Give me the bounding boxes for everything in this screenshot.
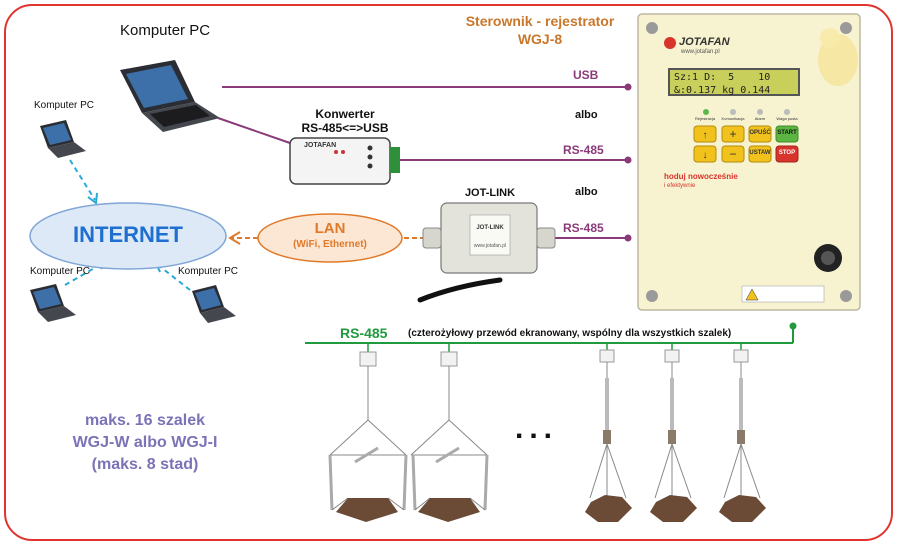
- pc-top-left-label: Komputer PC: [34, 100, 95, 111]
- controller-title-2: WGJ-8: [517, 31, 563, 47]
- more-scales-ellipsis: ...: [515, 412, 559, 445]
- laptop-top-left-icon: [40, 120, 86, 158]
- pc-br-arrow: [157, 264, 191, 291]
- usb-label: USB: [573, 68, 599, 82]
- scale-wgj-i-3: [719, 343, 766, 522]
- usb-link-dot: [624, 83, 632, 91]
- controller-website: www.jotafan.pl: [681, 49, 720, 55]
- lan-ellipse: [257, 213, 403, 263]
- pc-converter-line: [217, 117, 291, 144]
- scale-wgj-i-2: [650, 343, 697, 522]
- converter-title-2: RS-485<=>USB: [301, 121, 389, 135]
- start-button[interactable]: START: [777, 130, 797, 136]
- rs485-converter-dot: [624, 156, 632, 164]
- led-label-2: Komunikacja: [721, 116, 745, 121]
- rs485-label-b: RS-485: [563, 221, 604, 235]
- converter-device: [289, 137, 400, 185]
- outer-frame: [4, 4, 893, 541]
- lcd-line-2: &:0.137 kg 0.144: [674, 85, 771, 96]
- jotlink-device: [417, 202, 556, 303]
- laptop-bottom-left-icon: [30, 284, 76, 322]
- lan-subtitle: (WiFi, Ethernet): [293, 239, 367, 250]
- controller-title-1: Sterownik - rejestrator: [465, 13, 615, 29]
- bus-title: RS-485: [340, 325, 388, 341]
- led-label-1: Rejestracja: [694, 116, 715, 121]
- lan-arrow-head: [228, 231, 241, 245]
- svg-text:↓: ↓: [703, 150, 708, 161]
- jotlink-website: www.jotafan.pl: [473, 243, 507, 249]
- controller-box: ↑ + ↓ −: [637, 13, 861, 311]
- albo-label-1: albo: [575, 109, 598, 121]
- controller-lcd: Sz:1 D: 5 10 &:0.137 kg 0.144: [668, 68, 800, 96]
- lan-title: LAN: [314, 220, 346, 237]
- bus-description: (czterożyłowy przewód ekranowany, wspóln…: [408, 328, 732, 339]
- rs485-label-a: RS-485: [563, 143, 604, 157]
- slogan-line-1: hoduj nowocześnie: [664, 172, 738, 181]
- converter-brand: JOTAFAN: [304, 142, 337, 149]
- jotlink-device-label: JOT-LINK: [476, 225, 504, 231]
- scales-note-line-3: (maks. 8 stad): [91, 456, 199, 473]
- led-label-3: Alarm: [754, 116, 766, 121]
- pc-bottom-right-label: Komputer PC: [178, 266, 239, 277]
- scales-note-line-1: maks. 16 szalek: [84, 412, 206, 429]
- internet-label: INTERNET: [73, 222, 183, 247]
- svg-text:−: −: [729, 147, 736, 161]
- main-laptop-icon: [120, 60, 220, 132]
- main-pc-label: Komputer PC: [120, 22, 211, 39]
- scale-wgj-w-2: [410, 343, 489, 522]
- laptop-bottom-right-icon: [192, 285, 236, 323]
- stop-button[interactable]: STOP: [778, 150, 796, 156]
- ustaw-button[interactable]: USTAW: [749, 150, 771, 156]
- led-label-4: Waga pusta: [776, 116, 798, 121]
- controller-brand: JOTAFAN: [679, 36, 730, 48]
- slogan-line-2: i efektywnie: [664, 183, 696, 189]
- pc-tl-arrow-head: [87, 192, 98, 205]
- converter-title-1: Konwerter: [315, 107, 375, 121]
- jotlink-title: JOT-LINK: [464, 187, 516, 199]
- albo-label-2: albo: [575, 186, 598, 198]
- internet-ellipse: [29, 202, 227, 270]
- svg-text:↑: ↑: [703, 130, 708, 141]
- svg-text:+: +: [729, 127, 736, 141]
- opusc-button[interactable]: OPUŚĆ: [749, 130, 771, 136]
- scales-note: maks. 16 szalek WGJ-W albo WGJ-I (maks. …: [30, 410, 260, 476]
- scale-wgj-w-1: [328, 343, 408, 522]
- scale-wgj-i-1: [585, 343, 632, 522]
- lcd-line-1: Sz:1 D: 5 10: [674, 72, 771, 83]
- rs485-bus-dot: [789, 322, 797, 330]
- pc-tl-arrow: [69, 159, 96, 201]
- scales-note-line-2: WGJ-W albo WGJ-I: [72, 434, 218, 451]
- pc-bottom-left-label: Komputer PC: [30, 266, 91, 277]
- rs485-jotlink-dot: [624, 234, 632, 242]
